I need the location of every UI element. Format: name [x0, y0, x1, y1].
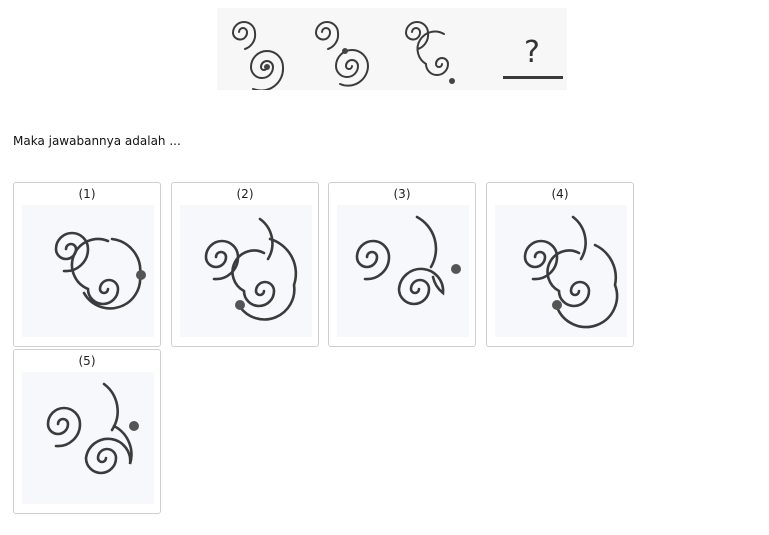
sequence-figure-3 — [404, 21, 455, 84]
option-label: (5) — [78, 354, 96, 368]
option-figure — [180, 205, 312, 337]
answer-option-1[interactable]: (1) — [13, 182, 161, 347]
option-label: (3) — [393, 187, 411, 201]
option-label: (2) — [236, 187, 254, 201]
answer-option-5[interactable]: (5) — [13, 349, 161, 514]
answer-option-2[interactable]: (2) — [171, 182, 319, 347]
option-label: (4) — [551, 187, 569, 201]
option-label: (1) — [78, 187, 96, 201]
question-figure-strip — [217, 8, 567, 90]
question-prompt: Maka jawabannya adalah ... — [13, 134, 181, 148]
option-figure — [22, 205, 154, 337]
option-figure — [495, 205, 627, 337]
answer-option-4[interactable]: (4) — [486, 182, 634, 347]
answer-blank-line — [503, 76, 563, 79]
answer-option-3[interactable]: (3) — [328, 182, 476, 347]
question-mark: ? — [524, 35, 540, 70]
option-figure — [337, 205, 469, 337]
sequence-figure-1 — [231, 21, 285, 90]
question-sequence-figures — [231, 21, 455, 90]
sequence-figure-2 — [314, 21, 370, 87]
option-figure — [22, 372, 154, 504]
